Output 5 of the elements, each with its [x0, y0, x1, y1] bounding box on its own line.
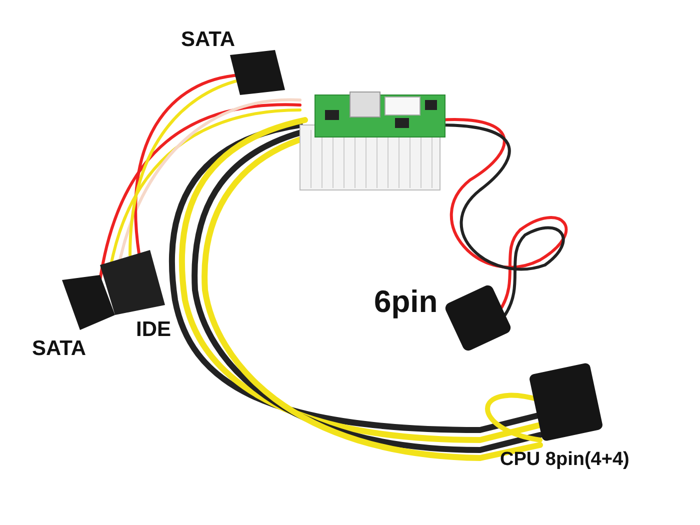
- connector-label: SATA: [181, 28, 236, 52]
- connector-label: CPU 8pin(4+4): [500, 449, 630, 471]
- connector-label: IDE: [136, 318, 172, 342]
- connector-label: 6pin: [374, 284, 438, 320]
- connector-label: SATA: [32, 337, 86, 361]
